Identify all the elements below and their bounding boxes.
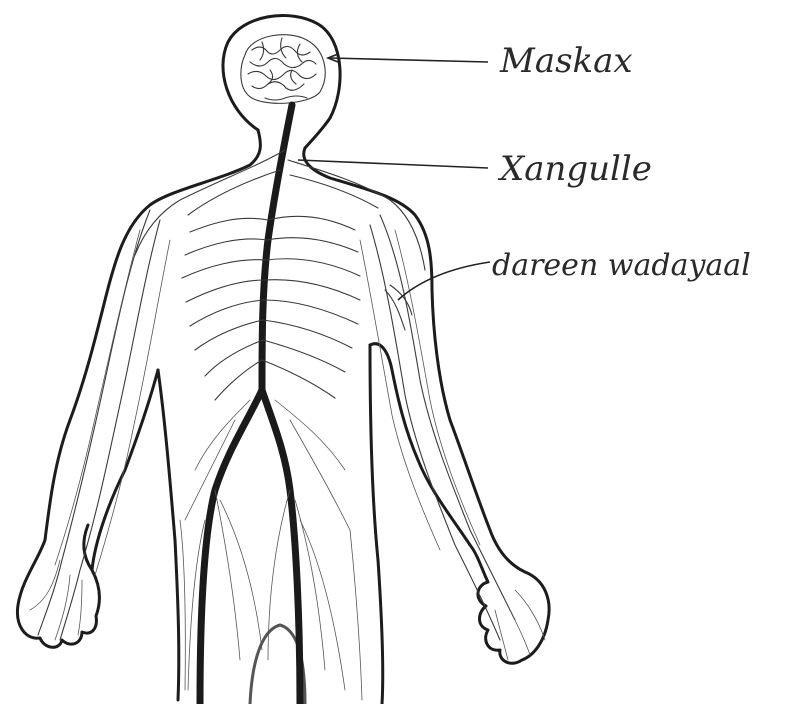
label-nerves: dareen wadayaal: [492, 248, 751, 283]
body-outline: [17, 16, 549, 704]
label-brain: Maskax: [499, 41, 633, 81]
peripheral-nerves: [30, 150, 545, 700]
spinal-cord-leader: [298, 160, 488, 168]
brain: [241, 35, 325, 104]
nerves-leader: [398, 262, 490, 300]
brain-leader: [330, 58, 488, 62]
label-spinal-cord: Xangulle: [497, 149, 652, 189]
spinal-cord: [200, 105, 300, 704]
